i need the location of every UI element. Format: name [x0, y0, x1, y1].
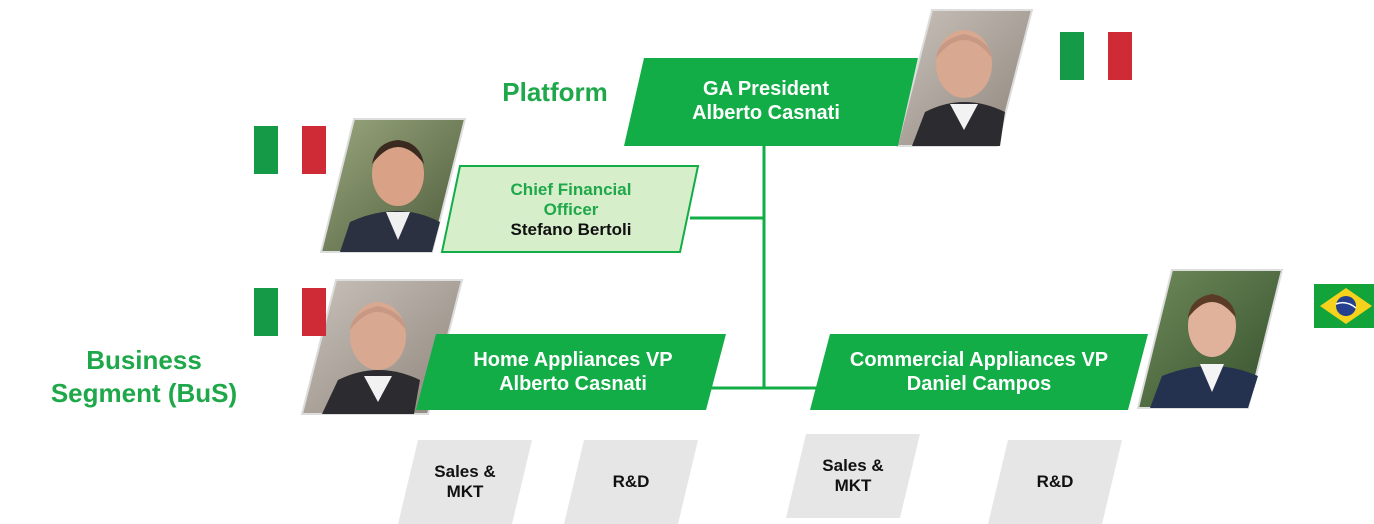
cfo-label: Chief Financial Officer Stefano Bertoli — [462, 170, 680, 250]
home-vp-box — [416, 334, 726, 410]
commercial-rd-label: R&D — [1036, 471, 1074, 491]
function-box — [786, 434, 920, 518]
home-sales-mkt-label: Sales & MKT — [434, 461, 496, 501]
cfo-name: Stefano Bertoli — [510, 220, 632, 240]
cfo-box — [440, 165, 700, 253]
cfo-title: Chief Financial Officer — [510, 179, 632, 219]
brazil-flag — [1314, 284, 1374, 328]
commercial-vp-box — [810, 334, 1148, 410]
president-label: GA President Alberto Casnati — [644, 66, 888, 138]
home-rd-label: R&D — [612, 471, 650, 491]
connector-lines — [690, 146, 818, 390]
platform-label: Platform — [502, 77, 608, 107]
italy-flag — [254, 288, 326, 336]
commercial-vp-photo — [1136, 269, 1284, 409]
president-name: Alberto Casnati — [692, 102, 840, 124]
italy-flag — [254, 126, 326, 174]
president-box — [624, 58, 918, 146]
home-vp-photo — [300, 279, 464, 415]
president-title: GA President — [703, 78, 829, 101]
home-vp-title: Home Appliances VP — [473, 349, 673, 372]
commercial-sales-mkt-label: Sales & MKT — [822, 455, 884, 495]
business-segment-label: Business Segment (BuS) — [50, 345, 238, 408]
commercial-vp-title: Commercial Appliances VP — [849, 349, 1109, 372]
italy-flag — [1060, 32, 1132, 80]
function-box — [988, 440, 1122, 524]
commercial-vp-label: Commercial Appliances VP Daniel Campos — [820, 340, 1138, 406]
home-vp-label: Home Appliances VP Alberto Casnati — [430, 340, 716, 406]
function-box — [564, 440, 698, 524]
home-vp-name: Alberto Casnati — [499, 373, 647, 395]
commercial-vp-name: Daniel Campos — [906, 373, 1052, 395]
president-photo — [895, 9, 1034, 147]
cfo-photo — [319, 118, 467, 253]
function-box — [398, 440, 532, 524]
